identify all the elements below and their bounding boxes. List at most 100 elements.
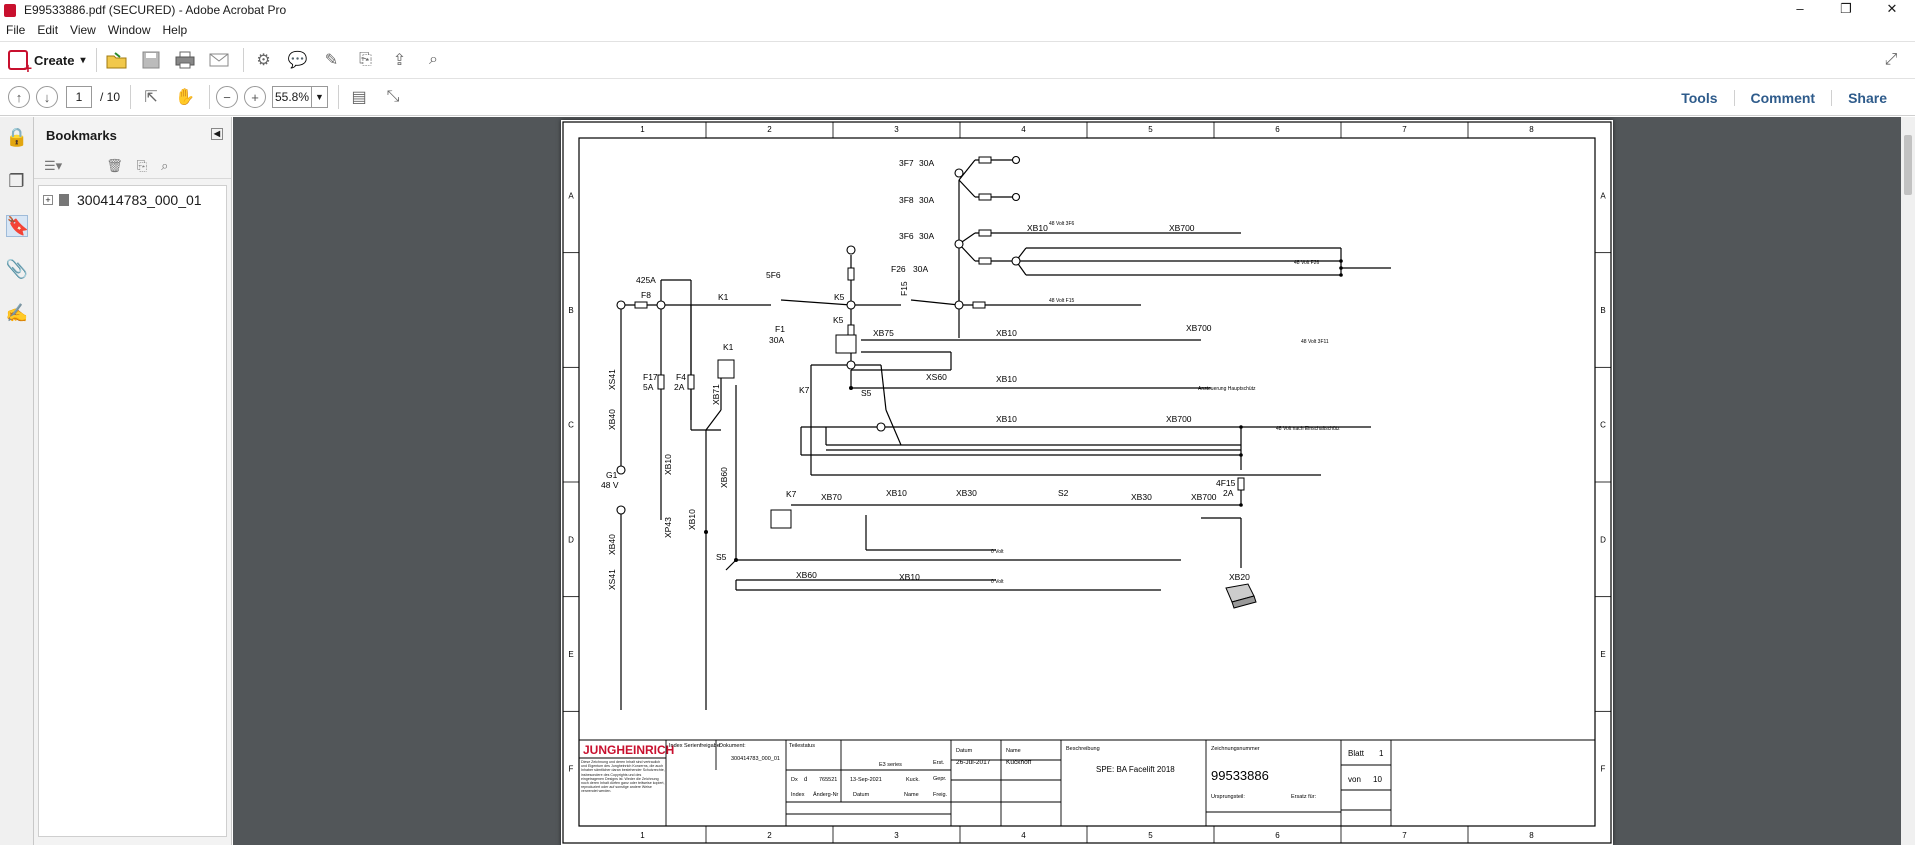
navigation-toolbar: ↑ ↓ 1 / 10 ⇱ ✋ − + 55.8% ▼ ▤ ⤡ Tools Com… xyxy=(0,78,1915,116)
create-label: Create xyxy=(34,52,75,68)
label-xs41-a: XS41 xyxy=(607,369,617,390)
rev-d: d xyxy=(804,777,807,783)
label-30a-4: 30A xyxy=(913,264,928,274)
note-ansteuerung: Ansteuerung Hauptschütz xyxy=(1198,386,1256,392)
note-0v-b: 0 Volt xyxy=(991,579,1004,585)
signature-icon[interactable]: ✍ xyxy=(5,303,28,323)
email-icon[interactable] xyxy=(205,46,233,74)
bookmark-item[interactable]: + 300414783_000_01 xyxy=(39,186,226,214)
share-link[interactable]: Share xyxy=(1831,90,1903,106)
vertical-scrollbar[interactable] xyxy=(1901,117,1915,845)
column-number: 2 xyxy=(767,831,772,840)
maximize-button[interactable]: ❐ xyxy=(1840,1,1852,16)
label-3f7: 3F7 xyxy=(899,158,914,168)
teilestatus-label: Teilestatus xyxy=(789,743,815,749)
label-f4: F4 xyxy=(676,372,686,382)
expand-icon[interactable]: ⤢ xyxy=(1884,51,1898,68)
select-cursor-icon[interactable]: ⇱ xyxy=(144,89,158,106)
label-f8: F8 xyxy=(641,290,651,300)
highlight-icon[interactable]: ✎ xyxy=(324,52,339,69)
label-k5-b: K5 xyxy=(833,315,844,325)
review-icon[interactable]: ⌕ xyxy=(429,51,438,68)
label-xb10-top: XB10 xyxy=(1027,223,1048,233)
row-letter: E xyxy=(568,650,573,659)
label-30a-1: 30A xyxy=(919,158,934,168)
gear-icon[interactable]: ⚙ xyxy=(256,52,271,69)
collapse-panel-icon[interactable]: ◀ xyxy=(211,128,223,140)
menu-window[interactable]: Window xyxy=(107,23,151,37)
label-5a: 5A xyxy=(643,382,654,392)
label-xb10-e: XB10 xyxy=(899,572,920,582)
comment-bubble-icon[interactable]: 💬 xyxy=(287,52,308,69)
blatt-value: 1 xyxy=(1379,749,1384,758)
column-number: 6 xyxy=(1275,831,1280,840)
label-xs41-b: XS41 xyxy=(607,569,617,590)
label-xb30-a: XB30 xyxy=(956,488,977,498)
erst-label: Erst. xyxy=(933,760,945,766)
bookmarks-panel: Bookmarks ◀ ☰▾ 🗑 ⎘ ⌕ + 300414783_000_01 xyxy=(34,117,232,845)
zoom-out-icon[interactable]: − xyxy=(216,86,239,108)
print-icon[interactable] xyxy=(171,46,199,74)
search-bookmark-icon[interactable]: ⌕ xyxy=(161,157,169,173)
label-425a: 425A xyxy=(636,275,656,285)
label-3f8: 3F8 xyxy=(899,195,914,205)
lock-icon[interactable]: 🔒 xyxy=(5,127,28,147)
right-panel-links: Tools Comment Share xyxy=(1665,79,1903,117)
comment-link[interactable]: Comment xyxy=(1733,90,1832,106)
open-folder-icon[interactable] xyxy=(103,46,131,74)
pages-icon[interactable]: ❐ xyxy=(8,171,25,191)
minimize-button[interactable]: – xyxy=(1796,1,1804,16)
zoom-in-icon[interactable]: + xyxy=(244,86,267,108)
legal-notice: Diese Zeichnung und deren Inhalt sind ve… xyxy=(581,760,665,794)
rev-date: 13-Sep-2021 xyxy=(850,777,882,783)
label-xb10-v: XB10 xyxy=(663,454,673,475)
rev-num: 765521 xyxy=(819,777,837,783)
expand-icon[interactable]: + xyxy=(43,195,53,205)
menu-help[interactable]: Help xyxy=(162,23,188,37)
tools-link[interactable]: Tools xyxy=(1681,90,1718,106)
menu-edit[interactable]: Edit xyxy=(37,23,59,37)
brand-logo: JUNGHEINRICH xyxy=(583,743,674,757)
close-button[interactable]: ✕ xyxy=(1886,1,1898,16)
bookmarks-toolbar: ☰▾ 🗑 ⎘ ⌕ xyxy=(34,153,231,179)
export-icon[interactable]: ⇪ xyxy=(392,52,407,69)
options-icon[interactable]: ☰▾ xyxy=(44,157,63,173)
bookmark-page-icon xyxy=(59,194,69,206)
zoom-input[interactable]: 55.8% xyxy=(272,86,313,108)
bookmark-icon[interactable]: 🔖 xyxy=(5,215,29,237)
col-name: Name xyxy=(904,792,919,798)
page-number-input[interactable]: 1 xyxy=(66,86,92,108)
save-icon[interactable] xyxy=(137,46,165,74)
label-k5-top: K5 xyxy=(834,292,845,302)
label-xb10-c: XB10 xyxy=(996,414,1017,424)
menu-file[interactable]: File xyxy=(6,23,26,37)
stamp-icon[interactable]: ⎘ xyxy=(359,51,372,68)
bookmarks-header: Bookmarks ◀ xyxy=(34,117,231,153)
row-letter: B xyxy=(1600,306,1605,315)
new-bookmark-icon[interactable]: ⎘ xyxy=(136,157,148,173)
fit-page-icon[interactable]: ⤡ xyxy=(386,88,400,105)
scrollbar-thumb[interactable] xyxy=(1904,135,1912,195)
name-label: Name xyxy=(1006,748,1021,754)
label-3f6: 3F6 xyxy=(899,231,914,241)
next-page-icon[interactable]: ↓ xyxy=(36,86,58,108)
bookmarks-title: Bookmarks xyxy=(46,127,117,143)
previous-page-icon[interactable]: ↑ xyxy=(8,86,30,108)
scrolling-mode-icon[interactable]: ▤ xyxy=(351,89,367,106)
beschreibung-label: Beschreibung xyxy=(1066,746,1100,752)
attachment-icon[interactable]: 📎 xyxy=(5,259,28,279)
delete-icon[interactable]: 🗑 xyxy=(106,157,123,173)
hand-tool-icon[interactable]: ✋ xyxy=(175,89,195,106)
note-48v-3f11: 48 Volt 3F11 xyxy=(1301,339,1329,345)
label-xb60-b: XB60 xyxy=(796,570,817,580)
create-button[interactable]: Create ▾ xyxy=(8,50,86,76)
zoom-dropdown-icon[interactable]: ▼ xyxy=(312,86,329,108)
label-xb10-v2: XB10 xyxy=(687,509,697,530)
menu-view[interactable]: View xyxy=(70,23,96,37)
label-2a: 2A xyxy=(674,382,685,392)
column-number: 7 xyxy=(1402,831,1407,840)
navigation-pane-strip: 🔒 ❐ 🔖 📎 ✍ xyxy=(0,117,34,845)
freig-label: Freig. xyxy=(933,792,948,798)
